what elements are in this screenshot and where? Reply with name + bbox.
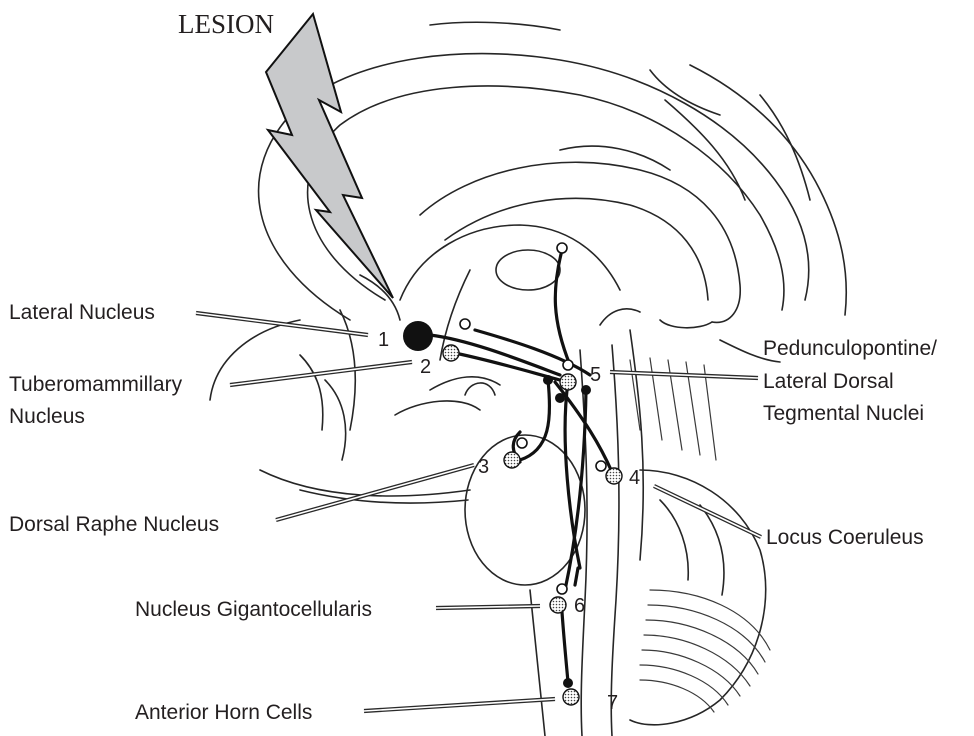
black-marker xyxy=(563,678,573,688)
gigantocellularis-marker xyxy=(550,597,566,613)
label-anterior-horn: Anterior Horn Cells xyxy=(135,701,312,724)
number-5: 5 xyxy=(590,364,601,386)
lesion-title: LESION xyxy=(178,9,274,39)
open-marker xyxy=(596,461,606,471)
label-ppt-line3: Tegmental Nuclei xyxy=(763,402,924,425)
lateral-nucleus-marker xyxy=(403,321,433,351)
lesion-bolt-icon xyxy=(266,14,393,298)
number-1: 1 xyxy=(378,329,389,351)
number-2: 2 xyxy=(420,356,431,378)
open-marker xyxy=(563,360,573,370)
open-marker xyxy=(557,243,567,253)
black-marker xyxy=(543,375,553,385)
label-lateral-nucleus: Lateral Nucleus xyxy=(9,301,155,324)
label-tuberomammillary-line2: Nucleus xyxy=(9,405,85,428)
ppt-marker xyxy=(560,374,576,390)
black-marker xyxy=(581,385,591,395)
tuberomammillary-marker xyxy=(443,345,459,361)
label-dorsal-raphe: Dorsal Raphe Nucleus xyxy=(9,513,219,536)
label-ppt-line1: Pedunculopontine/ xyxy=(763,337,937,360)
label-tuberomammillary-line1: Tuberomammillary xyxy=(9,373,183,396)
number-7: 7 xyxy=(607,692,618,714)
label-gigantocellularis: Nucleus Gigantocellularis xyxy=(135,598,372,621)
locus-coeruleus-marker xyxy=(606,468,622,484)
number-6: 6 xyxy=(574,595,585,617)
dorsal-raphe-marker xyxy=(504,452,520,468)
open-marker xyxy=(557,584,567,594)
leader-lines xyxy=(196,313,761,711)
number-3: 3 xyxy=(478,456,489,478)
label-locus-coeruleus: Locus Coeruleus xyxy=(766,526,924,549)
number-4: 4 xyxy=(629,467,640,489)
black-marker xyxy=(555,393,565,403)
label-ppt-line2: Lateral Dorsal xyxy=(763,370,894,393)
open-marker xyxy=(517,438,527,448)
anterior-horn-marker xyxy=(563,689,579,705)
open-marker xyxy=(460,319,470,329)
